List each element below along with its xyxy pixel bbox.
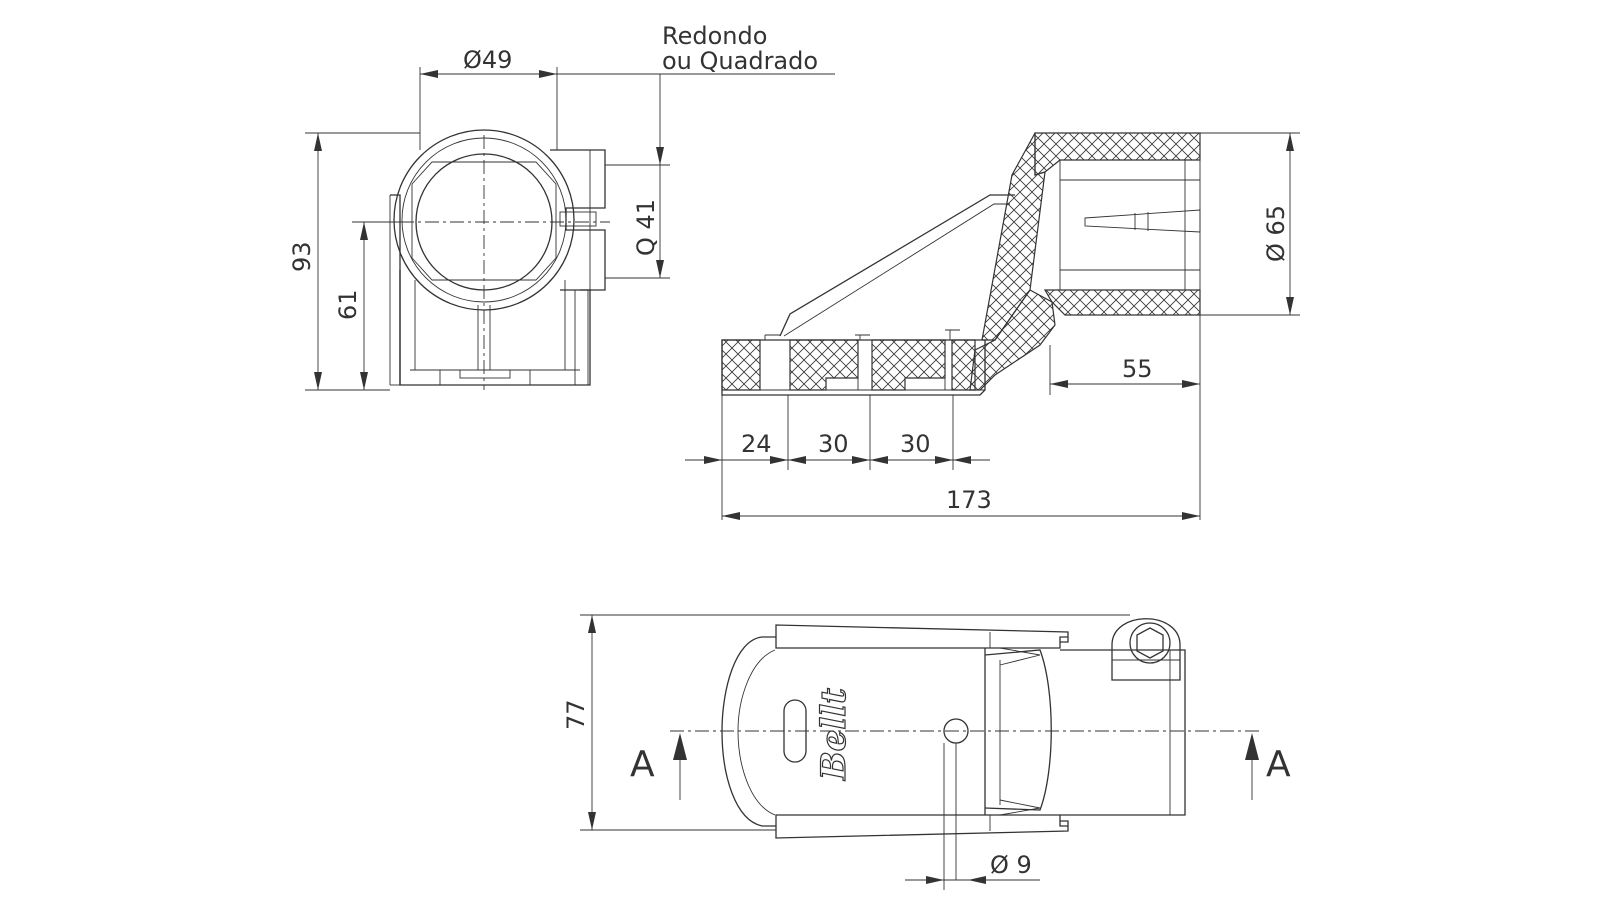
dim-height-93: 93 xyxy=(288,241,316,272)
note-redondo: Redondo xyxy=(662,22,767,50)
section-marker-left: A xyxy=(630,744,655,785)
dim-length-30-a: 30 xyxy=(818,430,849,458)
brand-logo: Bellt xyxy=(814,688,854,781)
dim-length-55: 55 xyxy=(1122,355,1153,383)
section-view-dimensions: Ø 65 55 24 30 30 173 xyxy=(685,132,1300,520)
section-view xyxy=(721,132,1201,396)
dim-length-24: 24 xyxy=(741,430,772,458)
note-ou-quadrado: ou Quadrado xyxy=(662,47,818,75)
section-marker-right: A xyxy=(1266,744,1291,785)
dim-diameter-49: Ø49 xyxy=(463,46,512,74)
top-view: Bellt xyxy=(670,618,1260,880)
dim-square-41: Q 41 xyxy=(632,199,660,256)
front-view-dimensions: Ø49 Redondo ou Quadrado Q 41 93 61 xyxy=(288,22,835,391)
front-view xyxy=(389,129,610,390)
dim-diameter-65: Ø 65 xyxy=(1262,205,1290,262)
dim-height-77: 77 xyxy=(562,699,590,730)
dim-length-173: 173 xyxy=(946,486,992,514)
dim-height-61: 61 xyxy=(334,289,362,320)
top-view-dimensions: 77 A A Ø 9 xyxy=(562,614,1291,890)
dim-length-30-b: 30 xyxy=(900,430,931,458)
dim-diameter-9: Ø 9 xyxy=(990,851,1032,879)
